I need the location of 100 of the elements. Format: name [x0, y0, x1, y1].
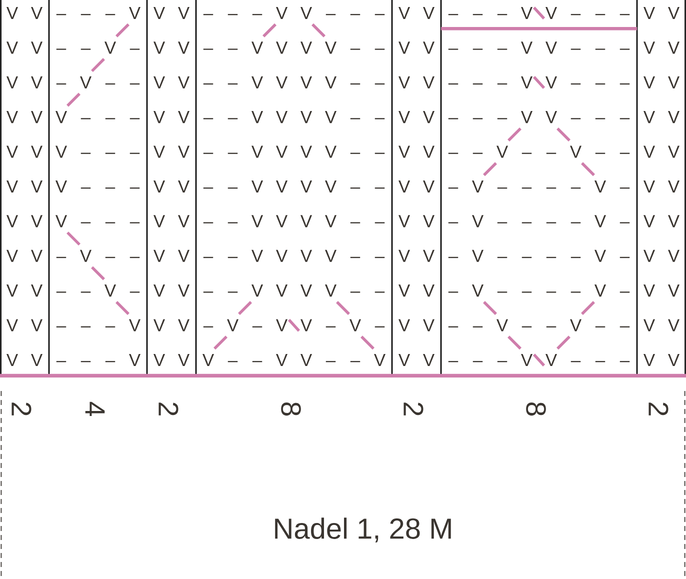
stitch-symbol: – — [522, 292, 532, 293]
stitch-symbol: V — [252, 284, 263, 297]
stitch-symbol: V — [252, 180, 263, 192]
stitch-symbol: V — [472, 250, 484, 262]
stitch-symbol: V — [398, 319, 410, 332]
stitch-symbol: – — [203, 326, 214, 328]
stitch-symbol: – — [326, 360, 336, 362]
stitch-symbol: V — [644, 146, 655, 158]
stitch-symbol: – — [80, 187, 91, 189]
stitch-symbol: V — [594, 250, 606, 262]
stitch-symbol: V — [252, 76, 263, 88]
stitch-symbol: V — [56, 111, 67, 124]
stitch-symbol: V — [570, 319, 582, 332]
stitch-symbol: V — [325, 76, 336, 88]
stitch-symbol: V — [521, 111, 532, 124]
stitch-symbol: V — [252, 42, 263, 54]
stitch-symbol: V — [129, 354, 140, 366]
stitch-symbol: V — [398, 284, 410, 297]
stitch-symbol: V — [644, 6, 655, 19]
stitch-symbol: – — [522, 152, 532, 154]
stitch-symbol: V — [178, 215, 190, 228]
stitch-symbol: V — [300, 76, 312, 88]
stitch-symbol: V — [644, 180, 655, 192]
stitch-symbol: – — [56, 48, 66, 50]
stitch-symbol: – — [620, 256, 630, 258]
stitch-symbol: – — [374, 222, 385, 224]
stitch-symbol: – — [326, 326, 336, 328]
stitch-symbol: V — [496, 146, 508, 158]
stitch-symbol: – — [497, 118, 508, 120]
stitch-symbol: V — [300, 284, 312, 297]
stitch-symbol: – — [570, 14, 581, 16]
stitch-symbol: – — [472, 48, 483, 50]
stitch-symbol: – — [620, 14, 630, 16]
stitch-symbol: – — [350, 292, 360, 293]
stitch-symbol: V — [398, 215, 410, 228]
stitch-symbol: – — [228, 48, 238, 50]
stitch-symbol: V — [276, 76, 288, 88]
stitch-symbol: V — [276, 111, 288, 124]
stitch-symbol: V — [423, 215, 434, 228]
stitch-symbol: – — [203, 187, 214, 189]
stitch-symbol: V — [668, 354, 680, 366]
stitch-symbol: – — [228, 292, 238, 293]
stitch-symbol: V — [521, 42, 532, 54]
stitch-symbol: V — [423, 284, 434, 297]
stitch-symbol: – — [350, 83, 360, 85]
stitch-count: 2 — [648, 402, 668, 416]
stitch-symbol: V — [31, 354, 42, 366]
stitch-symbol: V — [154, 111, 165, 124]
stitch-symbol: V — [398, 354, 410, 366]
stitch-symbol: – — [203, 118, 214, 120]
stitch-symbol: – — [595, 326, 606, 328]
stitch-symbol: V — [668, 76, 680, 88]
stitch-symbol: V — [325, 215, 336, 228]
stitch-count: 2 — [404, 402, 424, 416]
stitch-symbol: – — [620, 152, 630, 154]
stitch-symbol: V — [31, 180, 42, 192]
stitch-symbol: V — [154, 146, 165, 158]
stitch-symbol: – — [620, 360, 630, 362]
stitch-symbol: – — [80, 14, 91, 16]
stitch-symbol: V — [276, 354, 288, 366]
stitch-symbol: V — [644, 76, 655, 88]
stitch-symbol: V — [472, 284, 484, 297]
stitch-symbol: – — [203, 222, 214, 224]
stitch-symbol: V — [104, 284, 116, 297]
stitch-symbol: V — [668, 180, 680, 192]
stitch-symbol: – — [620, 118, 630, 120]
stitch-symbol: – — [570, 292, 581, 293]
stitch-symbol: – — [252, 326, 262, 328]
stitch-symbol: V — [252, 146, 263, 158]
stitch-symbol: V — [300, 215, 312, 228]
stitch-symbol: – — [620, 326, 630, 328]
stitch-symbol: – — [546, 222, 556, 224]
stitch-symbol: – — [570, 256, 581, 258]
stitch-symbol: V — [472, 180, 484, 192]
stitch-symbol: – — [105, 152, 116, 154]
stitch-symbol: V — [668, 111, 680, 124]
stitch-symbol: V — [423, 354, 434, 366]
stitch-symbol: – — [448, 83, 458, 85]
stitch-symbol: – — [374, 14, 385, 16]
stitch-symbol: – — [374, 118, 385, 120]
stitch-symbol: V — [668, 42, 680, 54]
stitch-symbol: V — [6, 146, 18, 158]
stitch-symbol: V — [202, 354, 214, 366]
stitch-symbol: V — [178, 319, 190, 332]
stitch-symbol: – — [448, 360, 458, 362]
stitch-symbol: – — [620, 83, 630, 85]
stitch-symbol: V — [423, 42, 434, 54]
stitch-symbol: V — [398, 76, 410, 88]
stitch-symbol: – — [105, 14, 116, 16]
stitch-symbol: V — [129, 319, 140, 332]
stitch-symbol: V — [154, 6, 165, 19]
stitch-symbol: V — [496, 319, 508, 332]
stitch-symbol: V — [300, 111, 312, 124]
stitch-symbol: – — [252, 14, 262, 16]
stitch-symbol: V — [546, 76, 557, 88]
stitch-symbol: V — [423, 111, 434, 124]
stitch-symbol: – — [546, 326, 556, 328]
stitch-symbol: V — [178, 42, 190, 54]
stitch-symbol: – — [105, 222, 116, 224]
stitch-symbol: – — [56, 14, 66, 16]
